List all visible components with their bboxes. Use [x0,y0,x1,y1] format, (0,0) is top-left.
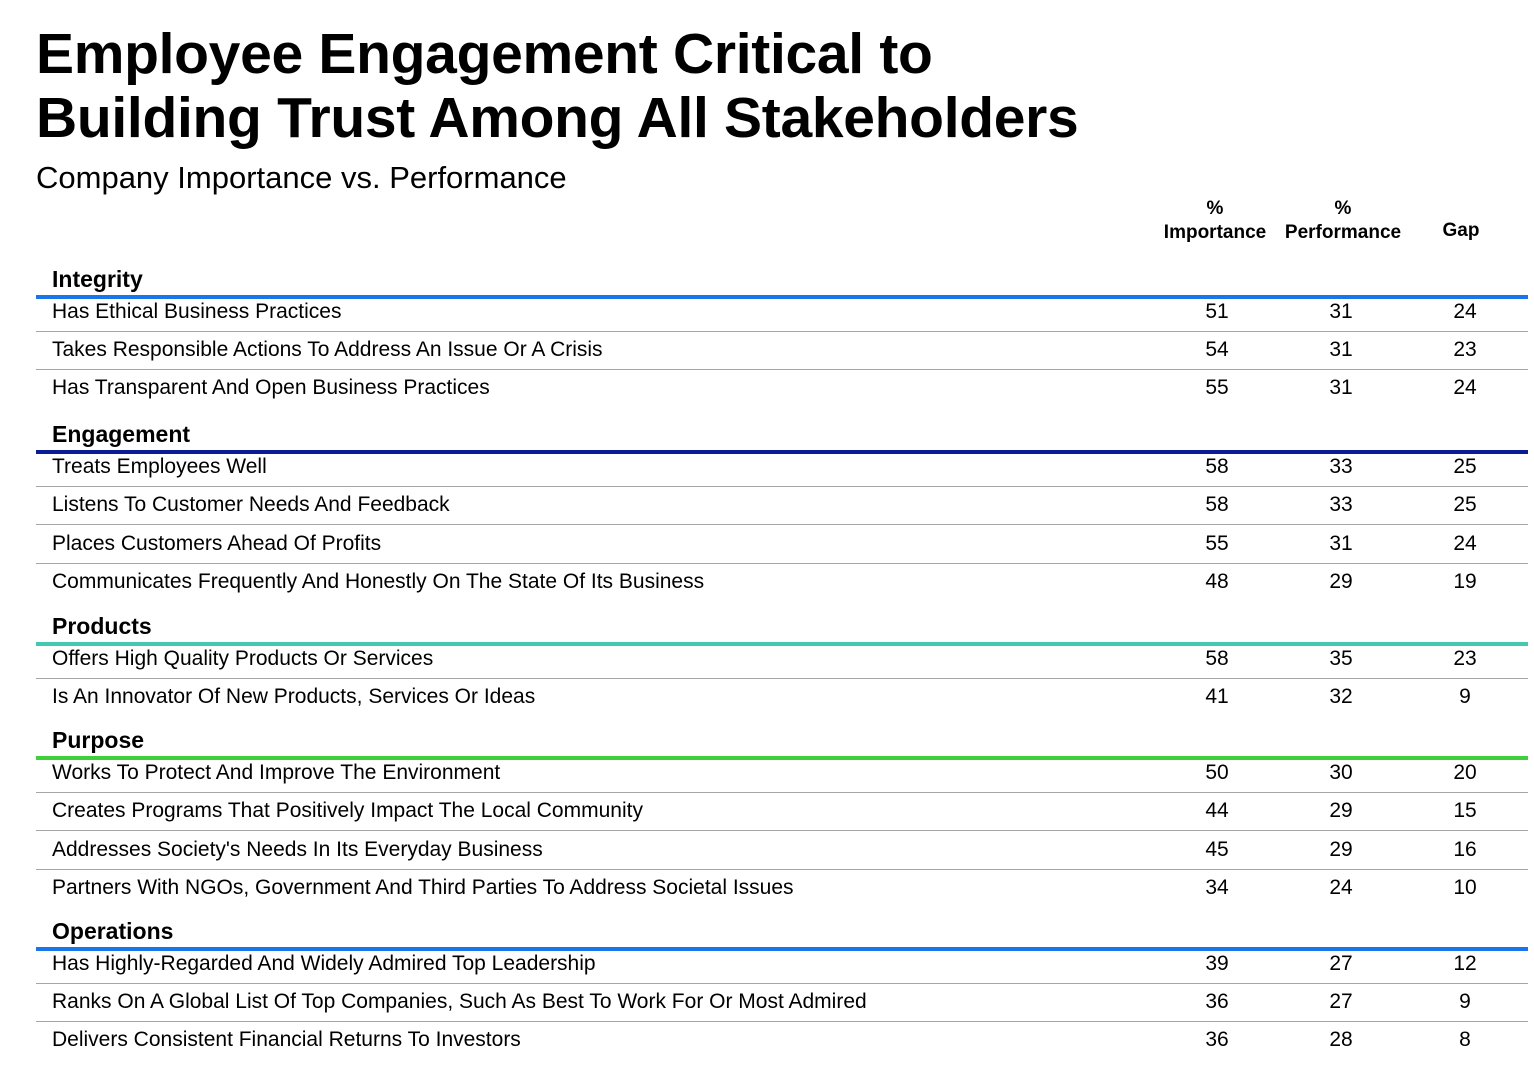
section-label-operations: Operations [52,918,174,944]
importance-value: 36 [1205,990,1229,1013]
gap-value: 16 [1453,837,1477,861]
row-separator [36,369,1528,370]
section-label-purpose: Purpose [52,727,145,753]
column-header-importance: % Importance [1164,197,1266,245]
performance-value: 31 [1329,531,1353,555]
importance-value: 51 [1205,300,1229,323]
performance-value: 31 [1329,376,1353,399]
performance-value: 29 [1329,837,1353,861]
row-label: Has Ethical Business Practices [52,300,342,323]
row-label: Is An Innovator Of New Products, Service… [52,685,536,708]
gap-value: 9 [1459,685,1471,708]
title-line-1: Employee Engagement Critical to [36,22,933,86]
page-title: Employee Engagement Critical to Building… [36,22,1079,150]
performance-value: 35 [1329,647,1353,670]
gap-value: 10 [1453,875,1477,899]
row-label: Addresses Society's Needs In Its Everyda… [52,837,543,861]
row-separator [36,1021,1528,1022]
performance-value: 33 [1329,455,1353,478]
gap-value: 8 [1459,1028,1471,1051]
row-separator [36,331,1528,332]
performance-value: 28 [1329,1028,1353,1051]
row-separator [36,486,1528,487]
performance-value: 32 [1329,685,1353,708]
importance-value: 55 [1205,531,1229,555]
importance-value: 34 [1205,875,1229,899]
row-label: Offers High Quality Products Or Services [52,647,434,670]
importance-value: 50 [1205,761,1229,784]
section-rule-purpose [36,756,1528,760]
title-line-2: Building Trust Among All Stakeholders [36,86,1079,150]
performance-value: 33 [1329,493,1353,517]
performance-value: 29 [1329,569,1353,593]
importance-value: 45 [1205,837,1229,861]
column-header-gap-label: Gap [1442,220,1480,241]
row-separator [36,792,1528,793]
importance-value: 58 [1205,455,1229,478]
section-rule-integrity [36,295,1528,299]
row-label: Communicates Frequently And Honestly On … [52,569,705,593]
performance-value: 27 [1329,952,1353,975]
column-header-performance: % Performance [1285,197,1401,245]
row-separator [36,869,1528,870]
gap-value: 24 [1453,376,1477,399]
gap-value: 19 [1453,569,1477,593]
row-label: Places Customers Ahead Of Profits [52,531,382,555]
gap-value: 23 [1453,338,1477,361]
gap-value: 24 [1453,531,1477,555]
row-label: Has Transparent And Open Business Practi… [52,376,490,399]
row-label: Works To Protect And Improve The Environ… [52,761,501,784]
column-header-performance-line-1: % [1334,198,1352,219]
importance-value: 48 [1205,569,1229,593]
section-label-engagement: Engagement [52,421,191,447]
row-separator [36,830,1528,831]
column-header-importance-line-2: Importance [1163,222,1267,243]
performance-value: 29 [1329,799,1353,823]
performance-value: 27 [1329,990,1353,1013]
performance-value: 31 [1329,300,1353,323]
row-label: Takes Responsible Actions To Address An … [52,338,603,361]
row-separator [36,678,1528,679]
section-rule-engagement [36,450,1528,454]
section-label-products: Products [52,613,152,639]
gap-value: 25 [1453,455,1477,478]
importance-value: 58 [1205,493,1229,517]
row-label: Listens To Customer Needs And Feedback [52,493,450,517]
row-label: Has Highly-Regarded And Widely Admired T… [52,952,596,975]
gap-value: 15 [1453,799,1477,823]
row-separator [36,563,1528,564]
row-label: Partners With NGOs, Government And Third… [52,875,794,899]
importance-value: 39 [1205,952,1229,975]
importance-value: 41 [1205,685,1229,708]
gap-value: 12 [1453,952,1477,975]
section-rule-products [36,642,1528,646]
gap-value: 23 [1453,647,1477,670]
importance-value: 55 [1205,376,1229,399]
row-label: Treats Employees Well [52,455,267,478]
gap-value: 25 [1453,493,1477,517]
performance-value: 24 [1329,875,1353,899]
importance-value: 44 [1205,799,1229,823]
row-separator [36,524,1528,525]
row-label: Creates Programs That Positively Impact … [52,799,643,823]
column-header-performance-line-2: Performance [1284,222,1402,243]
section-rule-operations [36,947,1528,951]
subtitle: Company Importance vs. Performance [36,160,567,195]
importance-value: 36 [1205,1028,1229,1051]
gap-value: 24 [1453,300,1477,323]
gap-value: 20 [1453,761,1477,784]
importance-value: 58 [1205,647,1229,670]
row-label: Delivers Consistent Financial Returns To… [52,1028,521,1051]
performance-value: 31 [1329,338,1353,361]
column-header-importance-line-1: % [1206,198,1224,219]
performance-value: 30 [1329,761,1353,784]
importance-value: 54 [1205,338,1229,361]
row-separator [36,983,1528,984]
gap-value: 9 [1459,990,1471,1013]
column-header-gap: Gap [1443,219,1480,243]
row-label: Ranks On A Global List Of Top Companies,… [52,990,867,1013]
section-label-integrity: Integrity [52,266,143,292]
